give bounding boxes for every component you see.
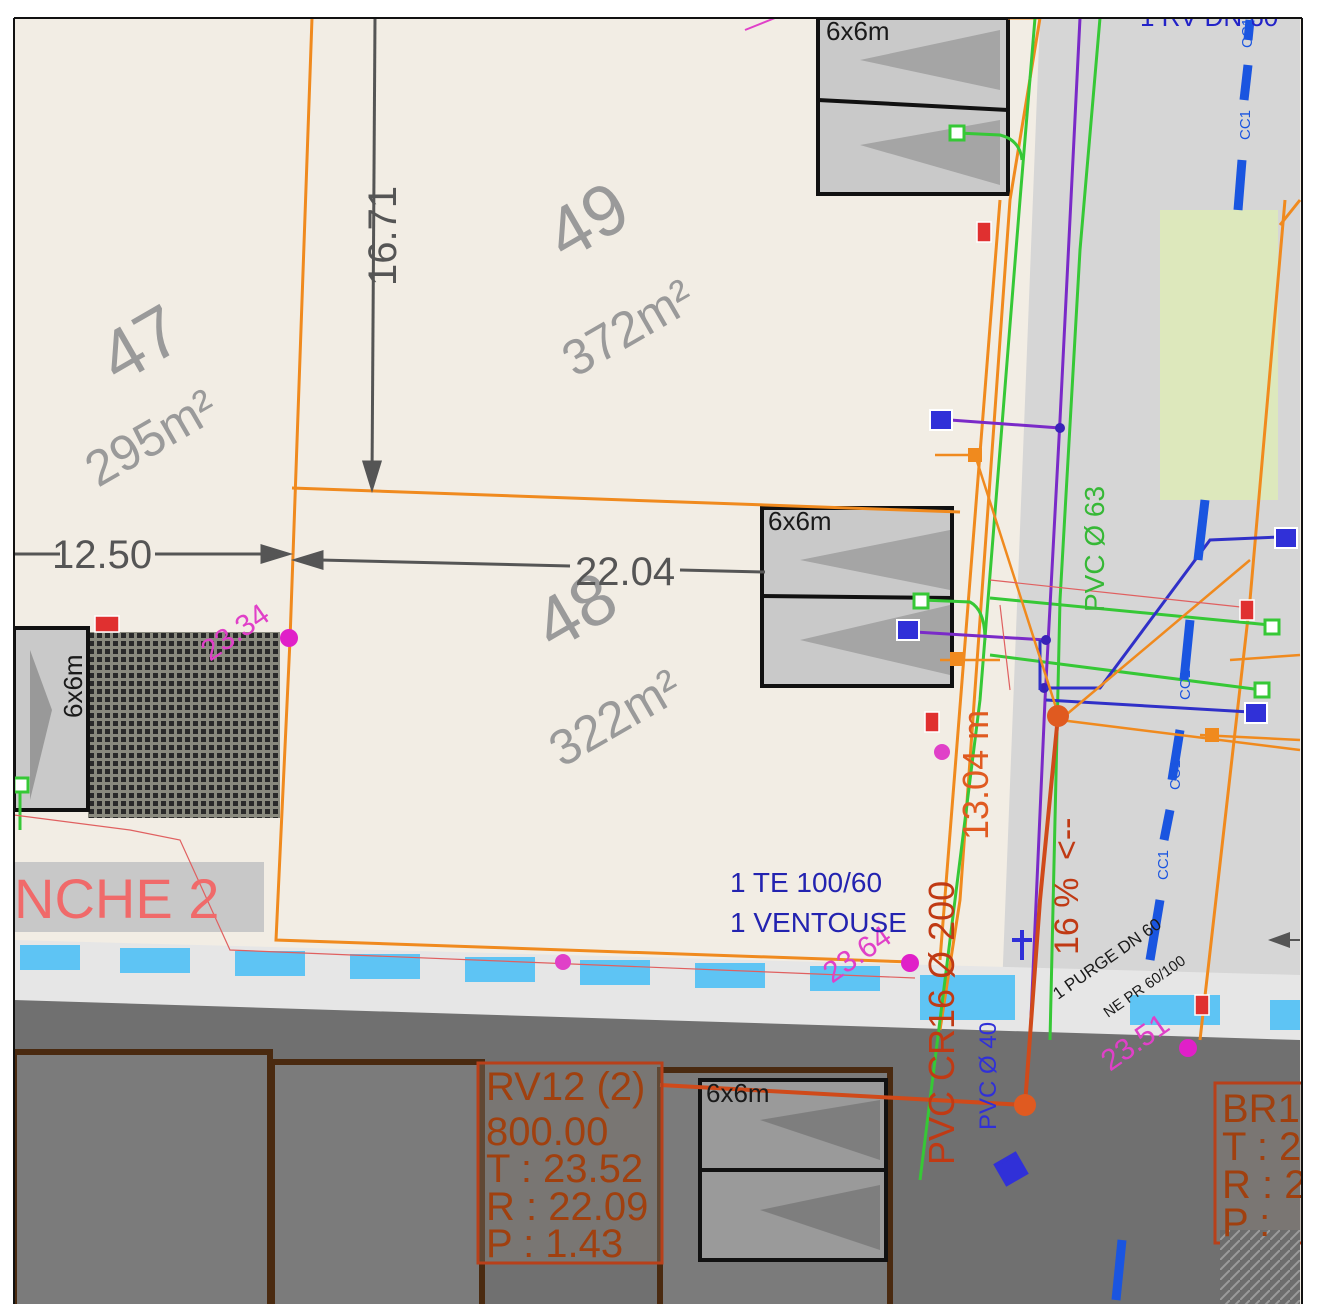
- slope-label: 16 %: [1048, 878, 1086, 956]
- br1-title: BR1: [1222, 1087, 1300, 1131]
- cc1-label-5: CC1: [1155, 850, 1172, 880]
- garage-bottom-label: 6x6m: [706, 1078, 770, 1108]
- ventouse-label: 1 VENTOUSE: [730, 907, 907, 938]
- rv12-t: T : 23.52: [486, 1147, 643, 1191]
- parcel-lines: [274, 16, 1302, 1041]
- blue-dash-band: [20, 945, 1300, 1030]
- garage-left-label: 6x6m: [58, 654, 88, 718]
- rv12-p: P : 1.43: [486, 1222, 623, 1266]
- sewer-line: [659, 715, 1060, 1107]
- dimension-16-71: 16.71: [361, 186, 405, 286]
- elevation-points: [280, 629, 1197, 1057]
- br1-r: R : 2: [1222, 1163, 1306, 1207]
- purple-network: [914, 17, 1082, 1041]
- hatched-area: [88, 632, 280, 818]
- pvc-cr-label: PVC CR16 Ø 200: [921, 881, 962, 1165]
- green-area: [1160, 210, 1278, 500]
- small-markers: [555, 744, 950, 970]
- branche-label: NCHE 2: [14, 867, 219, 930]
- cc1-label-1: CC1: [1237, 110, 1254, 140]
- pvc-small-label: PVC Ø 40: [975, 1022, 1002, 1130]
- br1-t: T : 2: [1222, 1125, 1301, 1169]
- sewer-manhole-bottom: [1014, 1094, 1036, 1116]
- dimension-12-50: 12.50: [52, 533, 152, 577]
- garage-top-label: 6x6m: [826, 16, 890, 46]
- branche-label-bg: [14, 862, 264, 932]
- cc1-label-4: CC1: [1167, 760, 1184, 790]
- rv12-box: [476, 1061, 664, 1265]
- br1-p: P :: [1222, 1201, 1270, 1245]
- rv12-r: R : 22.09: [486, 1185, 648, 1229]
- valve-symbols: [993, 930, 1032, 1187]
- length-label: 13.04 m: [955, 710, 996, 840]
- cc1-dashed-line: [1111, 19, 1255, 1301]
- rv12-title: RV12 (2): [486, 1065, 645, 1109]
- dimension-lines: [14, 17, 766, 574]
- te-label: 1 TE 100/60: [730, 867, 882, 898]
- thin-red-lines: [13, 579, 1251, 979]
- dimension-22-04: 22.04: [575, 550, 675, 594]
- meter-boxes: [94, 221, 1255, 1016]
- flow-arrow-label: <--: [1048, 818, 1086, 861]
- garage-middle-label: 6x6m: [768, 506, 832, 536]
- rv12-value: 800.00: [486, 1110, 608, 1154]
- water-valves: [896, 409, 1298, 724]
- garage-left-roof: [30, 650, 52, 800]
- sewer-manhole-top: [1047, 705, 1069, 727]
- cc1-label-2: CC1: [1239, 18, 1256, 48]
- pvc63-label: PVC Ø 63: [1079, 486, 1110, 612]
- cc1-label-3: CC1: [1177, 670, 1194, 700]
- green-network: [18, 17, 1271, 1181]
